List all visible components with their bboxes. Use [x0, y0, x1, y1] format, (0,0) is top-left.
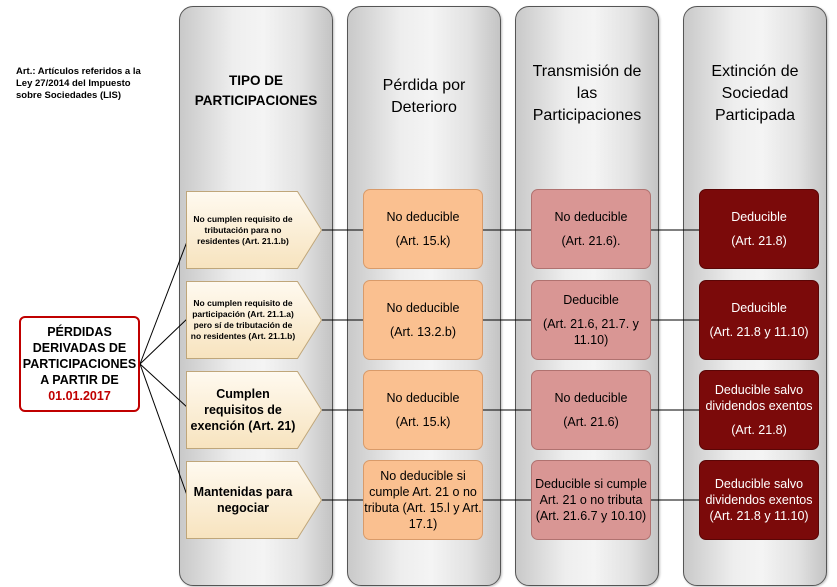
type-label: No cumplen requisito de participación (A…	[190, 298, 296, 341]
type-label: Cumplen requisitos de exención (Art. 21)	[190, 387, 296, 433]
root-box: PÉRDIDAS DERIVADAS DE PARTICIPACIONES A …	[19, 316, 140, 412]
type-label: No cumplen requisito de tributación para…	[193, 213, 293, 246]
column-title-tipo: TIPO DE PARTICIPACIONES	[194, 73, 318, 108]
cell-deterioro-row2: No deducible (Art. 13.2.b)	[363, 280, 483, 360]
cell-text: No deducible	[386, 391, 460, 405]
cell-ref: (Art. 21.8)	[731, 234, 787, 248]
legend-note: Art.: Artículos referidos a la Ley 27/20…	[16, 66, 141, 101]
cell-text: Deducible	[731, 301, 787, 315]
column-title-deterioro: Pérdida por Deterioro	[382, 77, 466, 116]
column-title-extincion: Extinción de Sociedad Participada	[711, 63, 799, 124]
type-box-row1: No cumplen requisito de tributación para…	[186, 191, 322, 269]
cell-text: No deducible	[554, 391, 628, 405]
cell-text: Deducible salvo dividendos exentos	[705, 383, 813, 413]
type-box-row3: Cumplen requisitos de exención (Art. 21)	[186, 371, 322, 449]
cell-text: No deducible	[554, 210, 628, 224]
cell-transmision-row3: No deducible (Art. 21.6)	[531, 370, 651, 450]
root-label: PÉRDIDAS DERIVADAS DE PARTICIPACIONES A …	[22, 325, 137, 387]
cell-deterioro-row3: No deducible (Art. 15.k)	[363, 370, 483, 450]
branch-line	[139, 238, 189, 365]
cell-extincion-row3: Deducible salvo dividendos exentos (Art.…	[699, 370, 819, 450]
cell-ref: (Art. 21.8 y 11.10)	[709, 325, 809, 339]
type-label: Mantenidas para negociar	[193, 485, 293, 515]
cell-deterioro-row1: No deducible (Art. 15.k)	[363, 189, 483, 269]
cell-ref: (Art. 15.k)	[395, 415, 451, 429]
column-title-transmision: Transmisión de las Participaciones	[532, 63, 642, 124]
cell-ref: (Art. 21.6)	[563, 415, 619, 429]
branch-line	[139, 317, 189, 365]
cell-ref: (Art. 15.k)	[395, 234, 451, 248]
type-box-row2: No cumplen requisito de participación (A…	[186, 281, 322, 359]
cell-ref: (Art. 21.6, 21.7. y 11.10)	[543, 317, 639, 347]
cell-ref: (Art. 21.6).	[561, 234, 621, 248]
cell-ref: (Art. 21.8)	[731, 423, 787, 437]
cell-text: Deducible si cumple Art. 21 o no tributa…	[535, 477, 647, 523]
cell-transmision-row4: Deducible si cumple Art. 21 o no tributa…	[531, 460, 651, 540]
cell-text: Deducible salvo dividendos exentos (Art.…	[705, 477, 813, 523]
cell-transmision-row1: No deducible (Art. 21.6).	[531, 189, 651, 269]
cell-text: Deducible	[731, 210, 787, 224]
cell-extincion-row2: Deducible (Art. 21.8 y 11.10)	[699, 280, 819, 360]
root-date: 01.01.2017	[48, 389, 111, 403]
cell-text: No deducible si cumple Art. 21 o no trib…	[364, 469, 482, 531]
cell-deterioro-row4: No deducible si cumple Art. 21 o no trib…	[363, 460, 483, 540]
cell-transmision-row2: Deducible (Art. 21.6, 21.7. y 11.10)	[531, 280, 651, 360]
cell-ref: (Art. 13.2.b)	[390, 325, 456, 339]
cell-text: No deducible	[386, 210, 460, 224]
type-box-row4: Mantenidas para negociar	[186, 461, 322, 539]
cell-extincion-row1: Deducible (Art. 21.8)	[699, 189, 819, 269]
cell-text: No deducible	[386, 301, 460, 315]
cell-extincion-row4: Deducible salvo dividendos exentos (Art.…	[699, 460, 819, 540]
cell-text: Deducible	[563, 293, 619, 307]
branch-line	[139, 363, 189, 499]
branch-line	[139, 363, 189, 409]
